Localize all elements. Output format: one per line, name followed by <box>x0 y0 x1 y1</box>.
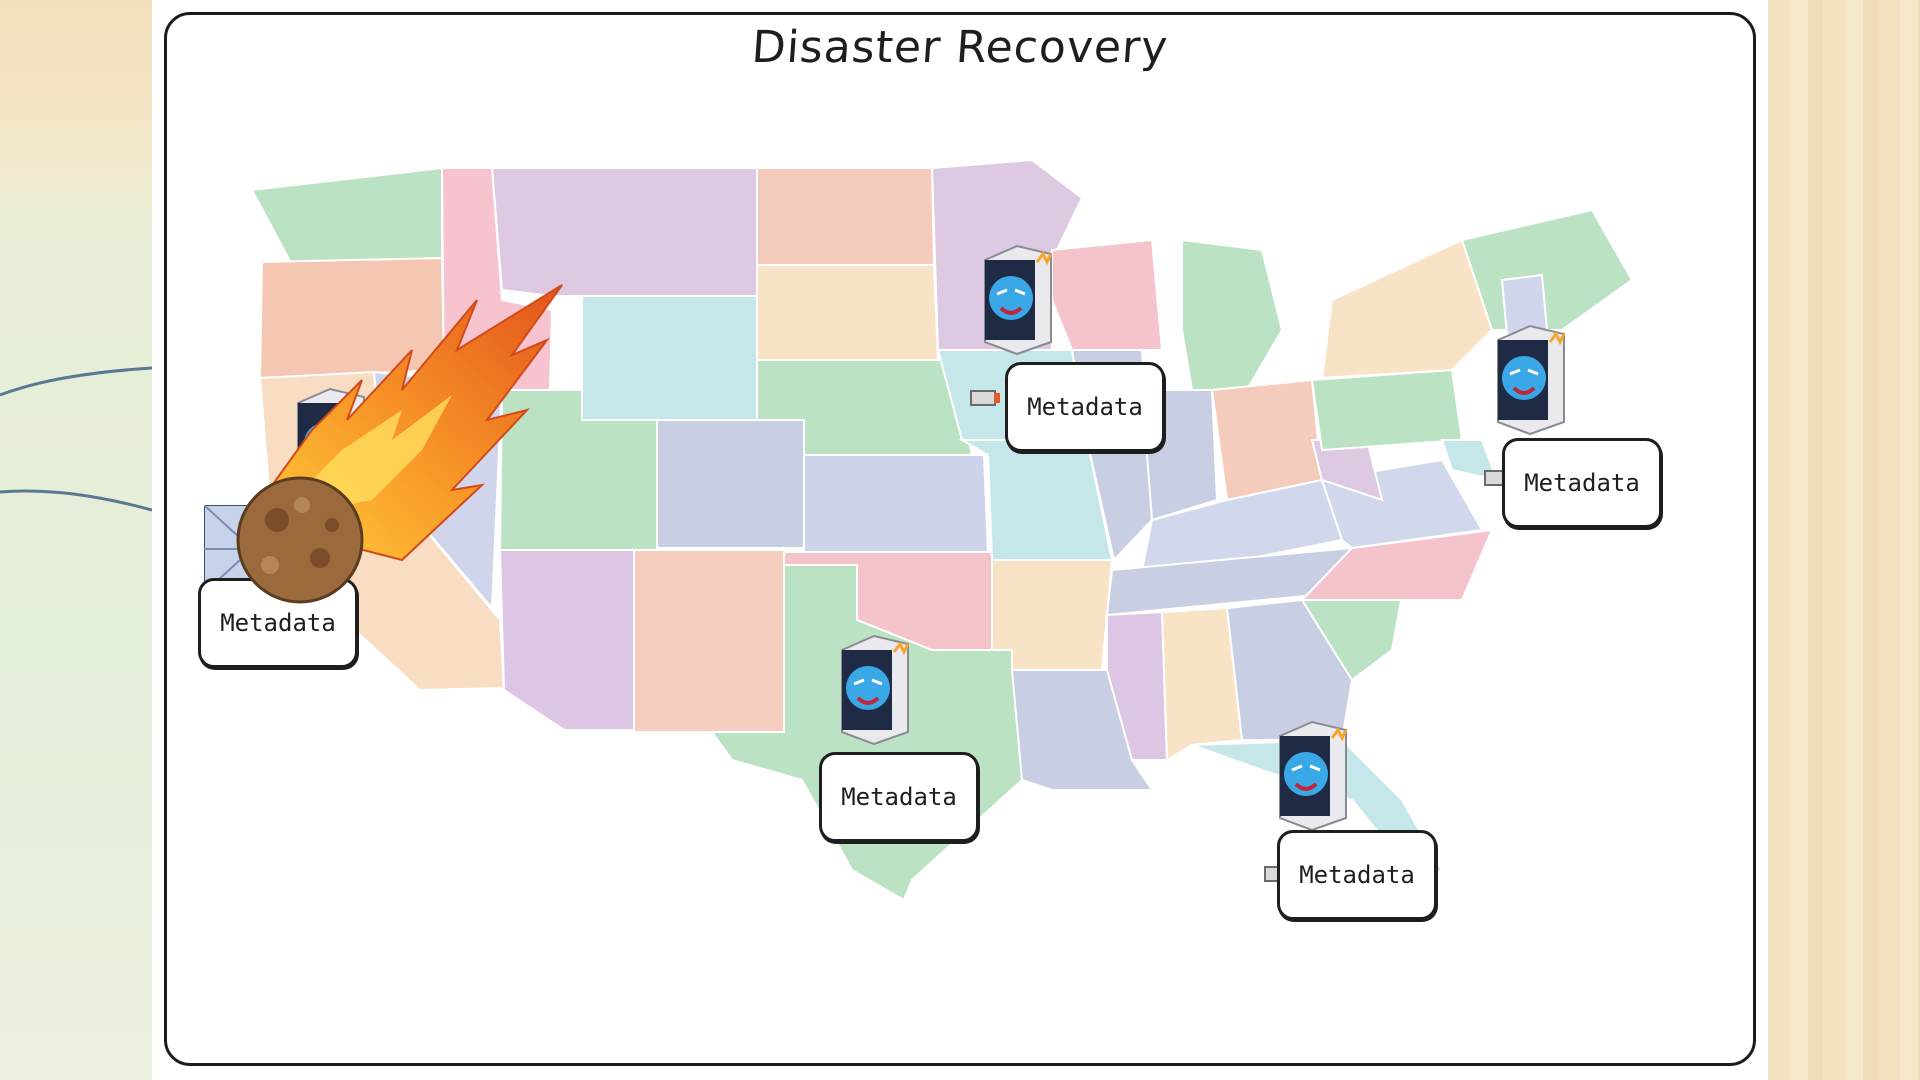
metadata-text: Metadata <box>1524 469 1640 497</box>
slide-frame <box>164 12 1756 1066</box>
tiger-server-icon <box>1497 324 1566 436</box>
tiger-server-icon <box>1279 720 1348 832</box>
tiger-server-icon <box>984 244 1053 356</box>
server-port-midwest <box>970 390 1000 406</box>
decorative-lines <box>0 366 152 512</box>
state-mississippi <box>1106 610 1169 761</box>
server-texas <box>824 632 918 747</box>
metadata-label-southeast: Metadata <box>1277 830 1437 920</box>
desk-background-right <box>1768 0 1920 1080</box>
metadata-text: Metadata <box>841 783 957 811</box>
state-georgia <box>1225 598 1354 741</box>
server-southeast <box>1262 718 1356 833</box>
metadata-label-texas: Metadata <box>819 752 979 842</box>
state-alabama <box>1160 606 1244 762</box>
state-arizona <box>498 549 635 731</box>
server-northeast <box>1480 322 1574 437</box>
metadata-label-northeast: Metadata <box>1502 438 1662 528</box>
metadata-label-midwest: Metadata <box>1005 362 1165 452</box>
meteor-icon <box>236 284 563 604</box>
desk-background-left <box>0 0 152 1080</box>
server-midwest <box>967 242 1061 357</box>
metadata-text: Metadata <box>1027 393 1143 421</box>
tiger-server-icon <box>841 634 910 746</box>
metadata-text: Metadata <box>1299 861 1415 889</box>
slide: Disaster Recovery <box>152 0 1768 1080</box>
metadata-text: Metadata <box>220 609 336 637</box>
state-new-york <box>1320 238 1494 380</box>
